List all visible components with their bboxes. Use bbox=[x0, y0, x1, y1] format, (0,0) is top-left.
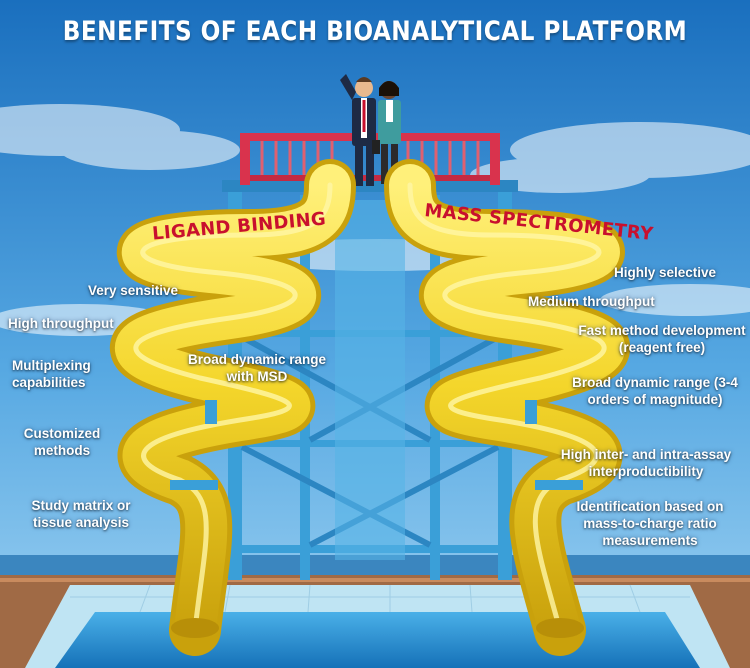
ms-benefit-reproducibility: High inter- and intra-assay interproduct… bbox=[560, 447, 732, 479]
ms-benefit-identification: Identification based on mass-to-charge r… bbox=[576, 499, 724, 548]
mass-spectrometry-slide bbox=[384, 159, 630, 656]
pool-water bbox=[55, 612, 700, 668]
infographic-title: BENEFITS OF EACH BIOANALYTICAL PLATFORM bbox=[62, 16, 688, 47]
person-woman bbox=[372, 81, 401, 184]
lb-benefit-dynamic-range: Broad dynamic range with MSD bbox=[187, 352, 327, 384]
lb-benefit-sensitive: Very sensitive bbox=[88, 283, 179, 298]
right-slide-exit bbox=[536, 618, 584, 638]
lb-benefit-multiplexing: Multiplexing capabilities bbox=[12, 358, 91, 390]
lb-benefit-matrix: Study matrix or tissue analysis bbox=[31, 498, 131, 530]
ms-benefit-dynamic-range: Broad dynamic range (3-4 orders of magni… bbox=[572, 375, 738, 407]
tower-stairs bbox=[335, 200, 405, 560]
ms-benefit-method-development: Fast method development (reagent free) bbox=[578, 323, 746, 355]
ms-benefit-throughput: Medium throughput bbox=[528, 294, 655, 309]
ms-benefit-selective: Highly selective bbox=[614, 265, 717, 280]
ligand-binding-slide bbox=[110, 159, 356, 656]
left-slide-exit bbox=[171, 618, 219, 638]
lb-benefit-throughput: High throughput bbox=[8, 316, 114, 331]
lb-benefit-customized: Customized methods bbox=[23, 426, 101, 458]
person-man bbox=[340, 74, 376, 186]
